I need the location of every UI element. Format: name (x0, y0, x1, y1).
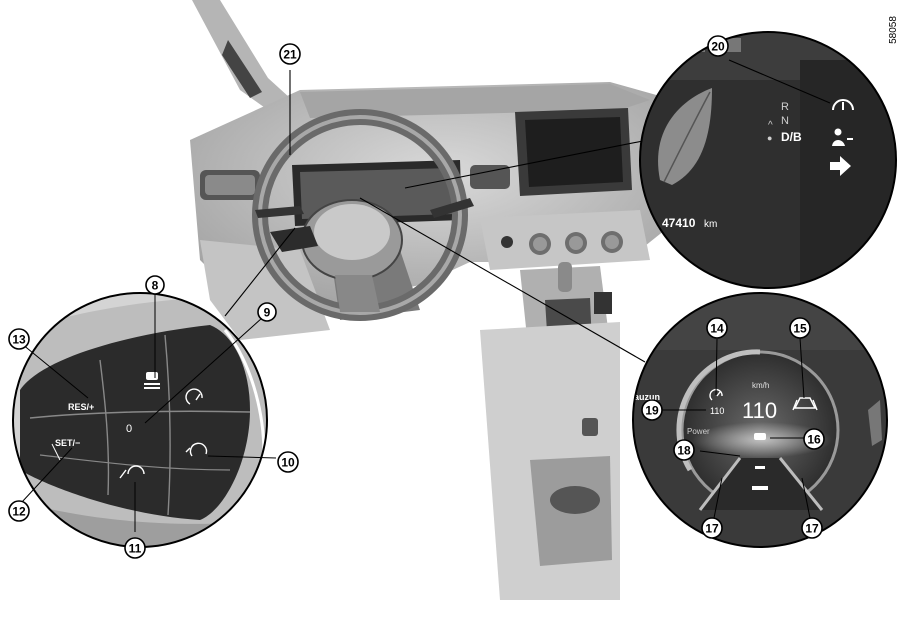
svg-text:12: 12 (12, 505, 26, 519)
cockpit-illustration (190, 0, 690, 600)
svg-text:20: 20 (711, 40, 725, 54)
gear-n: N (781, 115, 789, 127)
power-label: Power (687, 427, 710, 436)
callout-15: 15 (789, 317, 811, 339)
svg-text:16: 16 (807, 433, 821, 447)
callout-20: 20 (707, 35, 729, 57)
left-text-fragment: auzun (634, 392, 660, 402)
adaptive-cruise-icon (185, 442, 208, 457)
callout-17a: 17 (701, 517, 723, 539)
callout-17b: 17 (801, 517, 823, 539)
callout-11: 11 (124, 537, 146, 559)
odometer-unit: km (704, 219, 717, 230)
speed-unit: km/h (752, 381, 769, 390)
callout-9: 9 (257, 302, 277, 322)
set-minus-label: SET/− (55, 438, 80, 448)
figure-reference-code: 58058 (888, 16, 899, 44)
svg-text:18: 18 (677, 444, 691, 458)
svg-text:9: 9 (264, 306, 271, 320)
zero-button-label: 0 (126, 423, 132, 435)
svg-text:17: 17 (805, 522, 819, 536)
callout-13: 13 (8, 328, 30, 350)
odometer-value: 47410 (662, 216, 696, 230)
callout-leaders (21, 293, 811, 532)
svg-text:17: 17 (705, 522, 719, 536)
svg-text:11: 11 (129, 542, 142, 556)
callout-21: 21 (279, 43, 301, 65)
gear-r: R (781, 101, 789, 113)
cruise-control-icon (185, 388, 203, 405)
leader-lines (224, 70, 649, 363)
lead-vehicle-icon (754, 433, 766, 440)
gear-indicator-dot: ● (767, 133, 772, 143)
svg-text:13: 13 (12, 333, 26, 347)
svg-text:15: 15 (793, 322, 807, 336)
callout-12: 12 (8, 500, 30, 522)
svg-text:21: 21 (283, 48, 297, 62)
cruise-active-icon (709, 388, 723, 401)
gear-up-chevron: ^ (768, 120, 773, 131)
wheel-controls-inset: RES/+ SET/− 0 (12, 292, 268, 548)
svg-text:8: 8 (152, 279, 159, 293)
gear-db: D/B (781, 130, 802, 144)
callout-16: 16 (803, 428, 825, 450)
driver-assist-icon (832, 99, 854, 111)
lane-assist-icon (792, 397, 818, 411)
res-plus-label: RES/+ (68, 402, 94, 412)
cluster-inset: R N D/B ^ ● 47410 km (639, 31, 897, 289)
seatbelt-warning-icon (832, 128, 853, 146)
set-speed-value: 110 (710, 406, 724, 416)
callout-19: 19 (641, 399, 663, 421)
speed-limiter-icon (119, 465, 145, 479)
callout-18: 18 (673, 439, 695, 461)
speed-value: 110 (742, 398, 777, 423)
callout-14: 14 (706, 317, 728, 339)
turn-indicator-icon (830, 156, 851, 176)
callout-8: 8 (145, 275, 165, 295)
callout-10: 10 (277, 451, 299, 473)
speed-display-inset: km/h 110 110 Power auzun (632, 292, 888, 548)
svg-text:10: 10 (281, 456, 295, 470)
svg-text:19: 19 (645, 404, 659, 418)
svg-text:14: 14 (710, 322, 724, 336)
